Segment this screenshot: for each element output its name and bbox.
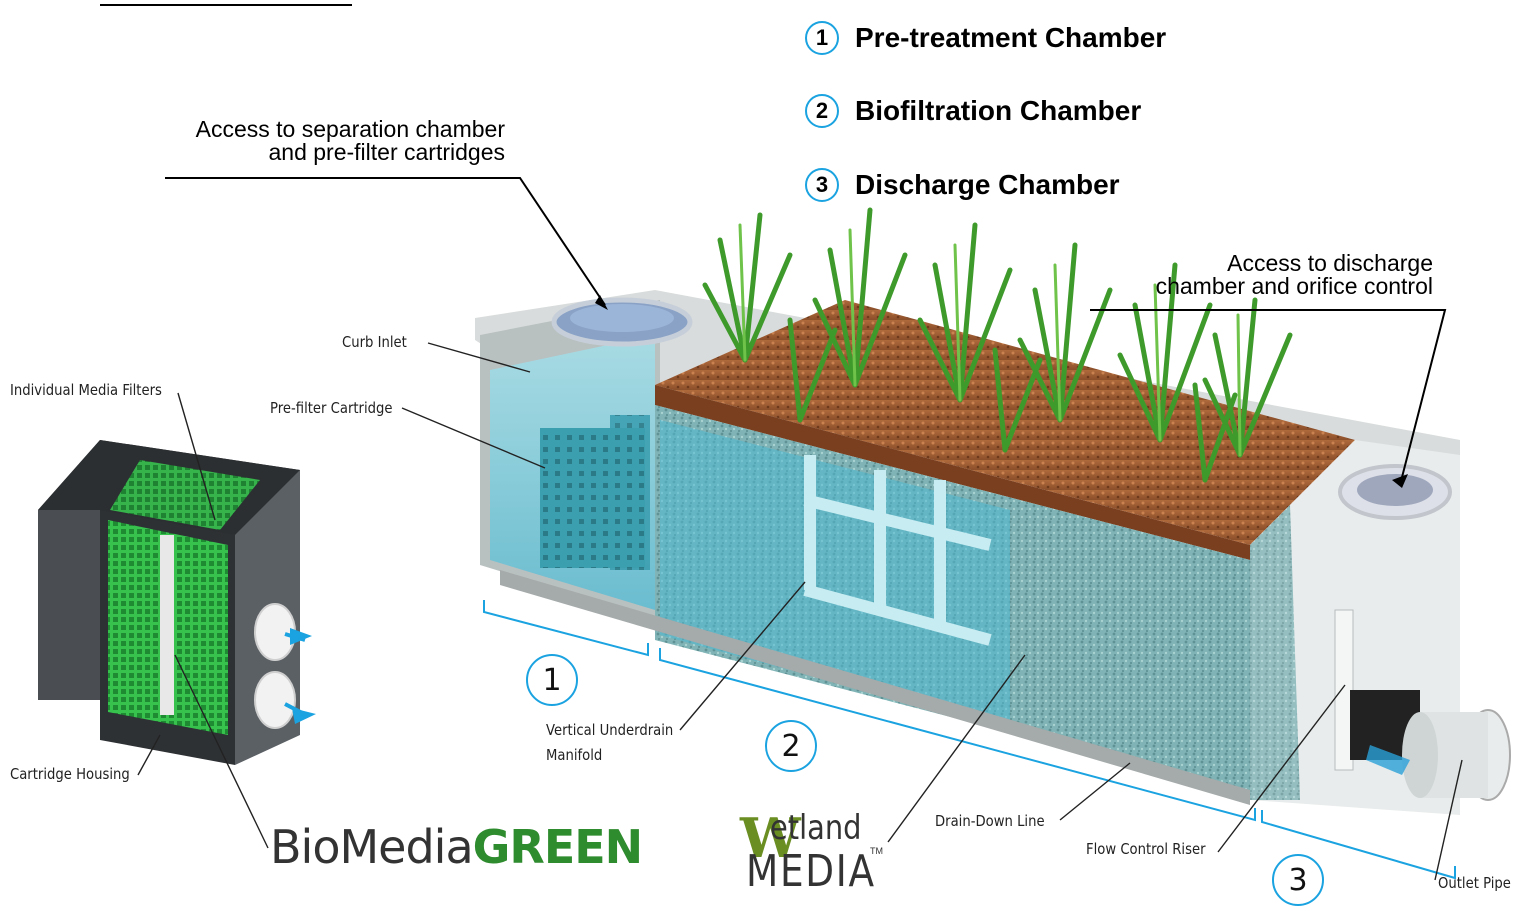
- label-individual-media-filters: Individual Media Filters: [10, 381, 162, 399]
- legend-number-badge: 1: [805, 21, 839, 55]
- legend-item-biofiltration: 2 Biofiltration Chamber: [805, 91, 1141, 131]
- logo-initial: W: [740, 806, 801, 870]
- label-cartridge-housing: Cartridge Housing: [10, 765, 130, 783]
- callout-line: Access to discharge: [1227, 250, 1433, 276]
- callout-line: Access to separation chamber: [195, 116, 505, 142]
- wetland-media-logo: W etland MEDIA TM: [740, 806, 910, 897]
- label-prefilter-cartridge: Pre-filter Cartridge: [270, 399, 393, 417]
- label-manifold: Manifold: [546, 746, 603, 764]
- section-number-2: 2: [765, 720, 817, 772]
- legend-label: Pre-treatment Chamber: [855, 22, 1167, 53]
- underdrain-manifold-graphic: [803, 455, 992, 646]
- label-drain-down-line: Drain-Down Line: [935, 812, 1045, 830]
- section-number-3: 3: [1272, 854, 1324, 906]
- callout-line: and pre-filter cartridges: [268, 139, 506, 165]
- biomedia-green-logo: BioMediaGREEN: [270, 820, 644, 874]
- legend-number-badge: 3: [805, 168, 839, 202]
- section-brackets: [483, 600, 1456, 880]
- soil-surface: [655, 300, 1355, 545]
- logo-text-bold: GREEN: [472, 820, 644, 874]
- legend-item-pretreatment: 1 Pre-treatment Chamber: [805, 18, 1166, 58]
- cartridge-housing-graphic: [38, 440, 316, 765]
- label-vertical-underdrain: Vertical Underdrain: [546, 721, 674, 739]
- logo-trademark: TM: [870, 846, 883, 856]
- title-underline: [100, 0, 352, 6]
- legend-label: Discharge Chamber: [855, 169, 1120, 200]
- callout-separation-access: Access to separation chamber and pre-fil…: [140, 118, 505, 164]
- leader-lines: [137, 177, 1463, 881]
- label-curb-inlet: Curb Inlet: [342, 333, 407, 351]
- callout-line: chamber and orifice control: [1155, 273, 1433, 299]
- callout-discharge-access: Access to discharge chamber and orifice …: [1100, 252, 1433, 298]
- legend-label: Biofiltration Chamber: [855, 95, 1142, 126]
- plants-graphic: [702, 207, 1293, 483]
- logo-text-top: etland: [770, 808, 862, 848]
- label-outlet-pipe: Outlet Pipe: [1438, 874, 1511, 892]
- orifice-valve-graphic: [1350, 690, 1420, 760]
- label-flow-control-riser: Flow Control Riser: [1086, 840, 1206, 858]
- logo-text-light: BioMedia: [270, 820, 474, 874]
- legend-item-discharge: 3 Discharge Chamber: [805, 165, 1120, 205]
- logo-text-bottom: MEDIA: [746, 846, 876, 897]
- section-number-1: 1: [526, 654, 578, 706]
- legend-number-badge: 2: [805, 94, 839, 128]
